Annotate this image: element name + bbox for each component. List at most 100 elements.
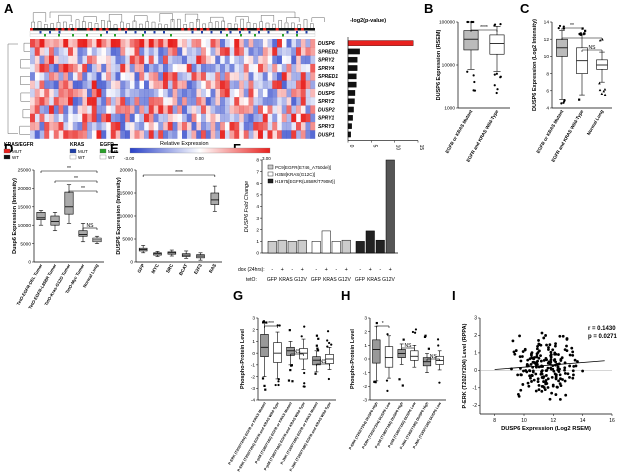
heatmap-cell [272, 55, 278, 65]
heatmap-cell [77, 55, 83, 65]
heatmap-cell [177, 55, 183, 65]
bar [311, 241, 321, 254]
heatmap-cell [258, 113, 263, 123]
outlier-point [265, 321, 268, 324]
heatmap-cell [39, 130, 45, 139]
scatter-point [536, 377, 540, 381]
outlier-point [560, 102, 563, 105]
y-tick-label: -2 [363, 384, 368, 390]
heatmap-cell [305, 47, 311, 56]
heatmap-cell [224, 113, 230, 123]
outlier-point [303, 325, 306, 328]
annotation-mark [181, 28, 185, 31]
heatmap-cell [134, 47, 140, 56]
heatmap-cell [281, 72, 287, 81]
heatmap-cell [110, 63, 116, 73]
heatmap-cell [239, 113, 244, 123]
heatmap-cell [262, 55, 268, 65]
gene-label: SPRY4 [318, 66, 335, 72]
y-tick-label: 0 [364, 357, 367, 363]
scatter-point [536, 344, 539, 348]
heatmap-cell [272, 113, 278, 123]
heatmap-cell [186, 55, 192, 65]
heatmap-cell [163, 97, 168, 106]
heatmap-cell [77, 122, 83, 131]
legend-item: MUT [12, 149, 22, 154]
x-tick-label: 8 [493, 418, 496, 424]
heatmap-cell [210, 113, 216, 123]
heatmap-cell [77, 63, 83, 73]
outlier-point [466, 70, 469, 73]
heatmap-cell [120, 122, 126, 131]
heatmap-cell [68, 122, 73, 131]
heatmap-cell [148, 72, 154, 81]
scatter-point [573, 358, 577, 362]
heatmap-cell [262, 113, 268, 123]
heatmap-cell [63, 113, 69, 123]
heatmap-cell [53, 130, 59, 139]
bar [297, 239, 307, 254]
heatmap-cell [34, 88, 40, 98]
heatmap-cell [310, 113, 316, 123]
heatmap-cell [267, 88, 273, 98]
heatmap-cell [134, 63, 140, 73]
heatmap-cell [68, 63, 73, 73]
heatmap-cell [229, 63, 235, 73]
significance-label: ** [570, 23, 574, 29]
heatmap-cell [115, 80, 121, 89]
gene-label: SPRY1 [318, 116, 335, 122]
heatmap-cell [139, 63, 145, 73]
scatter-point [537, 339, 540, 342]
heatmap-cell [30, 88, 35, 98]
heatmap-cell [220, 47, 225, 56]
heatmap-cell [139, 113, 145, 123]
scatter-point [530, 352, 533, 356]
heatmap-cell [139, 55, 145, 65]
heatmap-cell [87, 105, 92, 114]
scatter-point [531, 369, 535, 373]
heatmap-cell [172, 72, 178, 81]
heatmap-cell [191, 39, 197, 48]
heatmap-cell [129, 97, 135, 106]
heatmap-cell [158, 97, 164, 106]
heatmap-cell [286, 122, 292, 131]
heatmap-cell [220, 130, 225, 139]
heatmap-cell [163, 80, 168, 89]
significance-label: NS [430, 354, 438, 360]
heatmap-cell [253, 105, 259, 114]
bar [287, 241, 297, 254]
outlier-point [493, 84, 496, 87]
heatmap-cell [258, 105, 263, 114]
heatmap-cell [129, 130, 135, 139]
heatmap-cell [134, 113, 140, 123]
x-tick-label: 14 [580, 418, 586, 424]
heatmap-cell [172, 97, 178, 106]
outlier-point [438, 381, 441, 384]
heatmap-cell [224, 47, 230, 56]
heatmap-cell [172, 122, 178, 131]
heatmap-cell [196, 88, 202, 98]
outlier-point [291, 380, 294, 383]
heatmap-cell [167, 55, 173, 65]
heatmap-cell [39, 80, 45, 89]
scatter-point [550, 391, 554, 395]
annotation-mark [220, 31, 222, 34]
heatmap-cell [229, 122, 235, 131]
box [410, 350, 419, 361]
scatter-point [537, 388, 541, 392]
heatmap-cell [239, 97, 244, 106]
heatmap-cell [68, 105, 73, 114]
scatter-point [534, 389, 538, 393]
heatmap-cell [239, 72, 244, 81]
scatter-point [548, 343, 552, 347]
heatmap-cell [305, 63, 311, 73]
heatmap-cell [167, 113, 173, 123]
bar [347, 81, 357, 88]
heatmap-cell [205, 39, 211, 48]
heatmap-cell [68, 39, 73, 48]
y-tick-label: 15000 [120, 191, 134, 197]
y-axis-label: P-ERK (T202/Y204) Level (RPPA) [462, 323, 468, 408]
y-tick-label: 25000 [18, 168, 32, 174]
y-tick-label: 2 [474, 333, 477, 339]
